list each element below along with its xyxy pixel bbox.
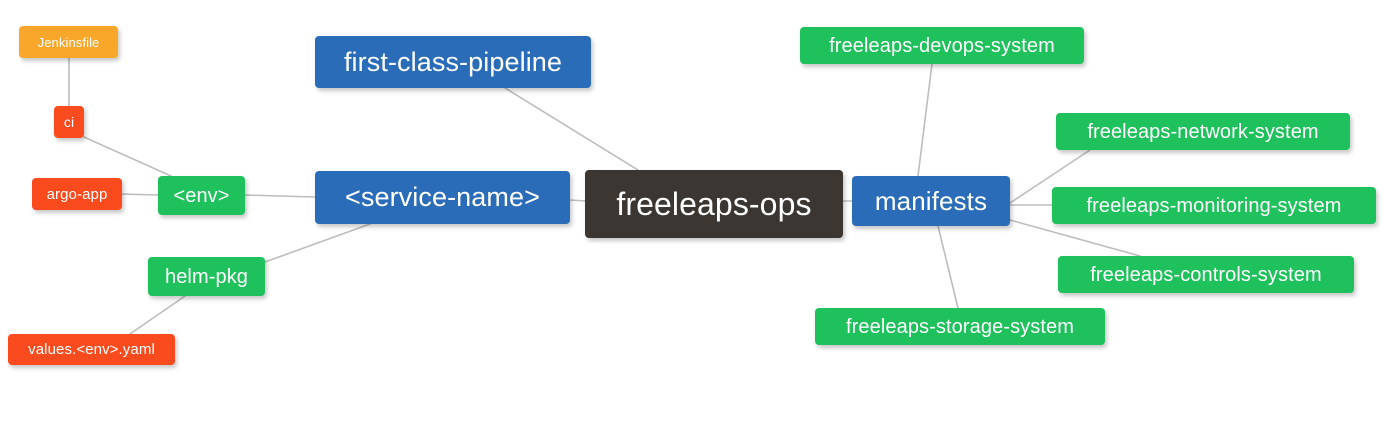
edge-env-to-service-name: [244, 194, 316, 198]
node-freeleaps-ops[interactable]: freeleaps-ops: [585, 170, 843, 238]
node-label-pipeline: first-class-pipeline: [343, 46, 563, 77]
edge-service-name-to-helm-pkg: [264, 223, 371, 263]
node-pipeline[interactable]: first-class-pipeline: [315, 36, 591, 88]
node-ci[interactable]: ci: [54, 106, 84, 138]
node-label-helm-pkg: helm-pkg: [164, 265, 249, 288]
node-controls-system[interactable]: freeleaps-controls-system: [1058, 256, 1354, 293]
edge-service-name-to-freeleaps-ops: [569, 199, 586, 202]
node-manifests[interactable]: manifests: [852, 176, 1010, 226]
edge-manifests-to-controls-system: [1009, 219, 1141, 257]
edge-argo-app-to-env: [121, 193, 159, 196]
edge-manifests-to-devops-system: [917, 63, 933, 177]
node-label-service-name: <service-name>: [345, 182, 540, 212]
node-storage-system[interactable]: freeleaps-storage-system: [815, 308, 1105, 345]
edge-helm-pkg-to-values-yaml: [129, 295, 186, 335]
node-label-controls-system: freeleaps-controls-system: [1090, 263, 1322, 286]
node-values-yaml[interactable]: values.<env>.yaml: [8, 334, 175, 365]
node-label-monitoring-system: freeleaps-monitoring-system: [1086, 194, 1342, 217]
node-devops-system[interactable]: freeleaps-devops-system: [800, 27, 1084, 64]
node-label-manifests: manifests: [874, 186, 988, 216]
node-label-ci: ci: [63, 114, 75, 130]
node-label-freeleaps-ops: freeleaps-ops: [616, 186, 812, 222]
edge-pipeline-to-freeleaps-ops: [504, 87, 639, 171]
node-network-system[interactable]: freeleaps-network-system: [1056, 113, 1350, 150]
node-service-name[interactable]: <service-name>: [315, 171, 570, 224]
node-helm-pkg[interactable]: helm-pkg: [148, 257, 265, 296]
node-label-storage-system: freeleaps-storage-system: [845, 315, 1075, 338]
node-env[interactable]: <env>: [158, 176, 245, 215]
node-label-values-yaml: values.<env>.yaml: [28, 341, 155, 358]
node-label-network-system: freeleaps-network-system: [1087, 120, 1319, 143]
node-monitoring-system[interactable]: freeleaps-monitoring-system: [1052, 187, 1376, 224]
edge-manifests-to-storage-system: [937, 225, 959, 309]
node-label-env: <env>: [173, 184, 230, 207]
node-label-argo-app: argo-app: [46, 185, 108, 203]
node-jenkinsfile[interactable]: Jenkinsfile: [19, 26, 118, 58]
edge-ci-to-env: [83, 136, 172, 177]
node-label-devops-system: freeleaps-devops-system: [829, 34, 1055, 57]
node-argo-app[interactable]: argo-app: [32, 178, 122, 210]
node-label-jenkinsfile: Jenkinsfile: [37, 34, 100, 50]
